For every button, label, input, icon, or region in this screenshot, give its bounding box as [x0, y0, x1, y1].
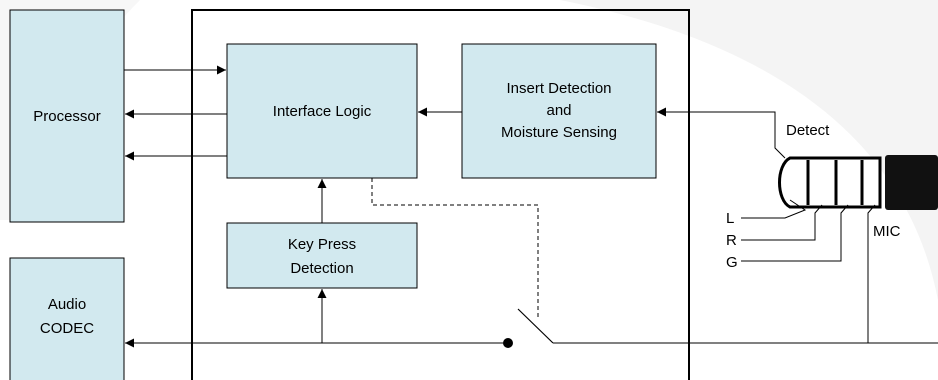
insert-detection-label-line2: and: [546, 102, 571, 119]
interface-logic-block: [226, 43, 418, 179]
audio-codec-label-line2: CODEC: [40, 320, 94, 337]
background-watermark: [560, 0, 938, 300]
insert-detection-block: [461, 43, 657, 179]
right-channel-label: R: [726, 232, 737, 249]
ic-boundary: [191, 9, 690, 380]
wire-ground: [741, 204, 849, 262]
wire-left: [741, 199, 807, 219]
interface-logic-label: Interface Logic: [273, 103, 372, 120]
ground-label: G: [726, 254, 738, 271]
detect-label: Detect: [786, 122, 830, 139]
mic-label: MIC: [873, 223, 901, 240]
audio-codec-label-line1: Audio: [48, 296, 86, 313]
key-press-block: [226, 222, 418, 289]
key-press-label-line2: Detection: [290, 260, 353, 277]
insert-detection-label-line3: Moisture Sensing: [501, 124, 617, 141]
processor-block: [9, 9, 125, 223]
wire-right: [741, 204, 823, 241]
insert-detection-label-line1: Insert Detection: [506, 80, 611, 97]
bus-junction-dot: [503, 338, 513, 348]
left-channel-label: L: [726, 210, 734, 227]
key-press-label-line1: Key Press: [288, 236, 356, 253]
detect-signal-line: [657, 107, 786, 159]
switch-blade: [517, 308, 554, 344]
wire-mic: [867, 204, 876, 343]
processor-label: Processor: [33, 108, 101, 125]
headphone-jack-plug: [778, 155, 938, 210]
audio-codec-block: [9, 257, 125, 380]
